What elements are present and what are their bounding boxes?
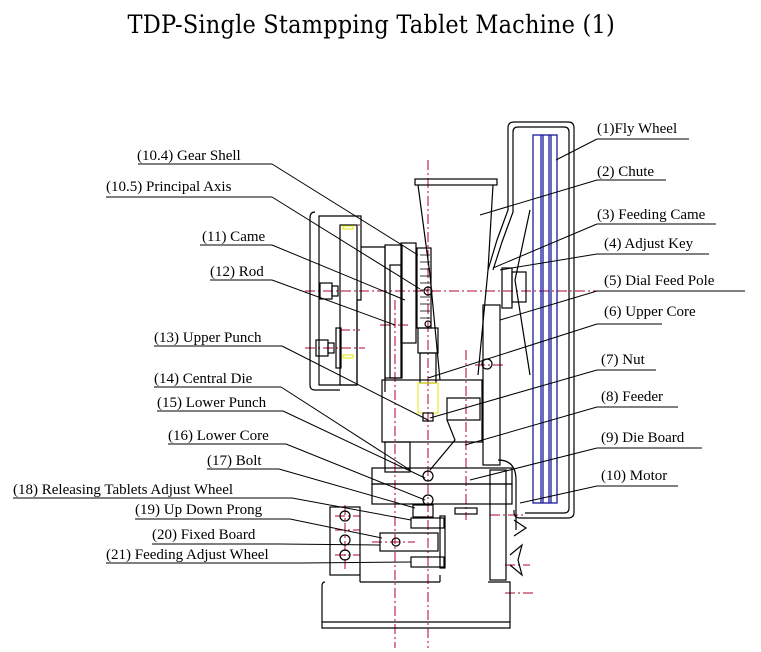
svg-text:(8) Feeder: (8) Feeder — [601, 389, 663, 405]
label-releasing-tablets-adjust-wheel: (18) Releasing Tablets Adjust Wheel — [13, 482, 412, 521]
svg-text:(9) Die Board: (9) Die Board — [601, 430, 685, 446]
die-board — [371, 459, 517, 530]
label-upper-core: (6) Upper Core — [427, 304, 696, 379]
lower-mechanism — [329, 469, 528, 581]
svg-text:(10.5) Principal Axis: (10.5) Principal Axis — [106, 179, 232, 195]
label-chute: (2) Chute — [479, 164, 666, 216]
svg-text:(18) Releasing Tablets Adjust: (18) Releasing Tablets Adjust Wheel — [13, 482, 233, 498]
label-fixed-board: (20) Fixed Board — [152, 527, 381, 546]
svg-text:(7) Nut: (7) Nut — [601, 352, 646, 368]
base — [321, 575, 511, 629]
svg-text:(3) Feeding Came: (3) Feeding Came — [597, 207, 706, 223]
label-feeding-came: (3) Feeding Came — [492, 207, 716, 269]
label-central-die: (14) Central Die — [154, 371, 411, 471]
svg-text:(16) Lower Core: (16) Lower Core — [168, 428, 269, 444]
label-lower-punch: (15) Lower Punch — [157, 395, 426, 479]
svg-text:(15) Lower Punch: (15) Lower Punch — [157, 395, 267, 411]
svg-text:(1)Fly Wheel: (1)Fly Wheel — [597, 121, 677, 137]
label-fly-wheel: (1)Fly Wheel — [555, 121, 689, 161]
svg-text:(21) Feeding Adjust Wheel: (21) Feeding Adjust Wheel — [106, 547, 269, 563]
svg-text:(19) Up Down Prong: (19) Up Down Prong — [135, 502, 263, 518]
svg-text:(2) Chute: (2) Chute — [597, 164, 654, 180]
label-die-board: (9) Die Board — [469, 430, 702, 481]
svg-text:(20) Fixed Board: (20) Fixed Board — [152, 527, 256, 543]
hopper — [414, 178, 498, 381]
svg-text:(14) Central Die: (14) Central Die — [154, 371, 253, 387]
right-labels: (1)Fly Wheel (2) Chute (3) Feeding Came … — [427, 121, 745, 504]
machine-drawing — [305, 121, 600, 648]
label-motor: (10) Motor — [519, 468, 678, 504]
label-gear-shell: (10.4) Gear Shell — [137, 148, 419, 256]
label-rod: (12) Rod — [210, 264, 396, 326]
svg-text:(10.4) Gear Shell: (10.4) Gear Shell — [137, 148, 241, 164]
svg-text:(13) Upper Punch: (13) Upper Punch — [154, 330, 262, 346]
svg-text:(6) Upper Core: (6) Upper Core — [604, 304, 696, 320]
label-came: (11) Came — [200, 229, 406, 301]
central-column — [361, 242, 527, 473]
label-nut: (7) Nut — [429, 352, 656, 419]
label-feeder: (8) Feeder — [464, 389, 678, 446]
label-feeding-adjust-wheel: (21) Feeding Adjust Wheel — [106, 547, 412, 564]
label-bolt: (17) Bolt — [207, 453, 416, 509]
svg-text:(4) Adjust Key: (4) Adjust Key — [604, 236, 694, 252]
label-principal-axis: (10.5) Principal Axis — [106, 179, 421, 290]
svg-text:(17) Bolt: (17) Bolt — [207, 453, 262, 469]
svg-text:(10) Motor: (10) Motor — [601, 468, 667, 484]
svg-text:(5) Dial Feed Pole: (5) Dial Feed Pole — [604, 273, 715, 289]
label-upper-punch: (13) Upper Punch — [154, 330, 429, 421]
label-up-down-prong: (19) Up Down Prong — [135, 502, 383, 539]
svg-text:(11) Came: (11) Came — [202, 229, 266, 245]
label-adjust-key: (4) Adjust Key — [499, 236, 709, 271]
diagram-title: TDP-Single Stampping Tablet Machine (1) — [127, 10, 615, 39]
label-dial-feed-pole: (5) Dial Feed Pole — [499, 273, 745, 321]
label-lower-core: (16) Lower Core — [168, 428, 426, 501]
gear-housing — [309, 211, 362, 391]
svg-text:(12) Rod: (12) Rod — [210, 264, 264, 280]
left-labels: (10.4) Gear Shell (10.5) Principal Axis … — [13, 148, 429, 564]
